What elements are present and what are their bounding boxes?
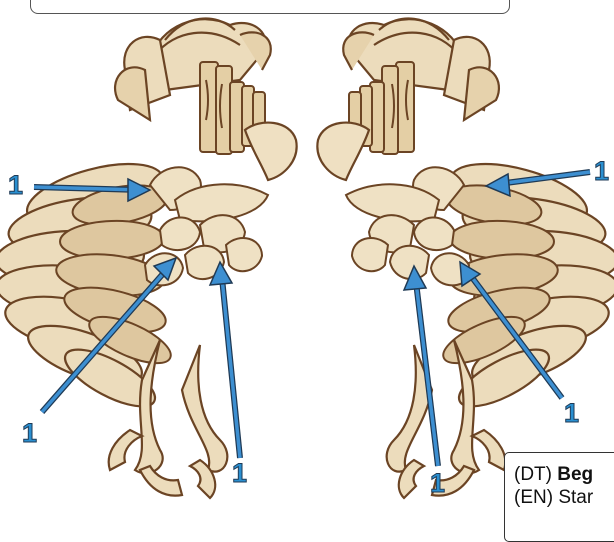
- callout-number-1: 1: [8, 172, 23, 199]
- callout-number-3: 1: [232, 460, 247, 487]
- callout-number-2: 1: [22, 420, 37, 447]
- info-line-en: (EN) Star: [514, 486, 614, 509]
- callout-arrow-3: [210, 262, 240, 458]
- owl-illustration: [0, 0, 614, 521]
- callout-number-4: 1: [594, 158, 609, 185]
- info-line-de-prefix: (DT): [514, 464, 557, 485]
- callout-number-5: 1: [564, 400, 579, 427]
- info-box: (DT) Beg (EN) Star: [504, 452, 614, 542]
- info-line-de-bold: Beg: [557, 464, 593, 485]
- info-line-de: (DT) Beg: [514, 463, 614, 486]
- callout-number-6: 1: [430, 470, 445, 497]
